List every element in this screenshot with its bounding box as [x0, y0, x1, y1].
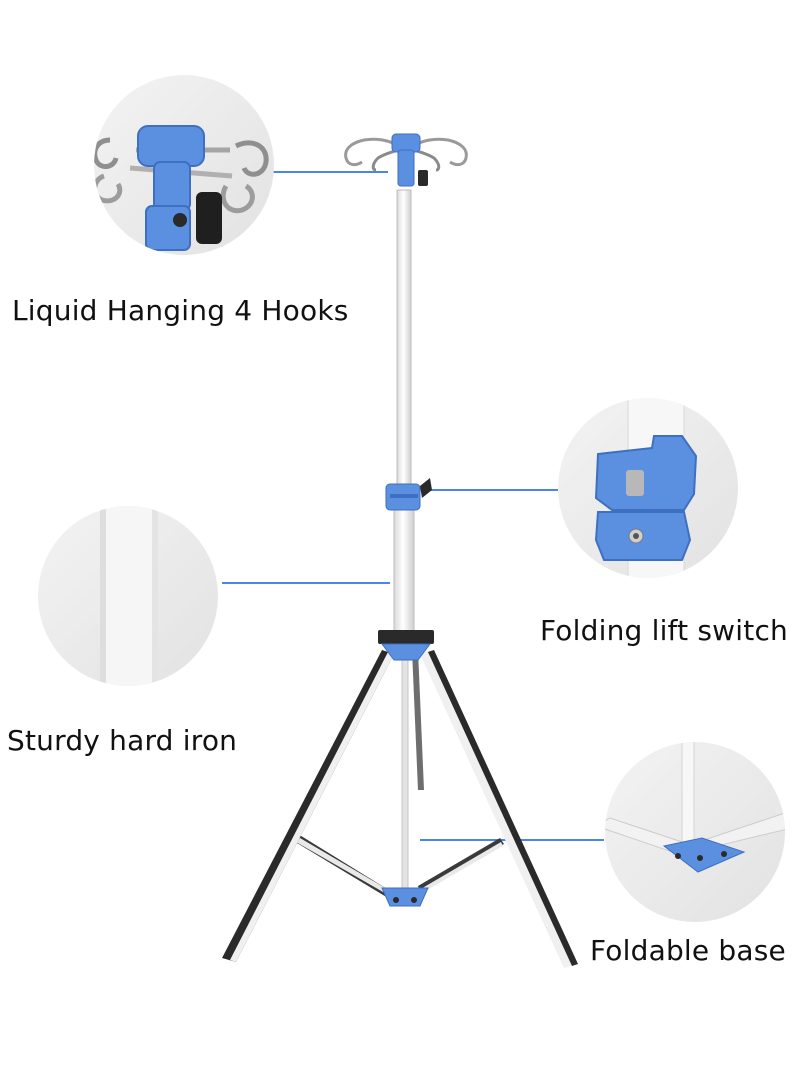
stand-leg-back	[412, 650, 424, 790]
pole-lower	[393, 499, 415, 651]
detail-circle-base	[605, 742, 785, 922]
label-hooks: Liquid Hanging 4 Hooks	[12, 294, 349, 327]
stand-leg-left	[222, 650, 394, 962]
base-hub	[381, 887, 429, 907]
hook-hub	[344, 133, 468, 187]
label-iron: Sturdy hard iron	[7, 724, 238, 757]
stand-leg-right	[420, 650, 578, 968]
label-base: Foldable base	[590, 934, 786, 967]
detail-circle-lift-switch	[558, 398, 738, 578]
label-lift-switch: Folding lift switch	[540, 614, 788, 647]
detail-circle-iron	[38, 506, 218, 686]
iv-stand	[222, 133, 578, 968]
leg-hub	[378, 630, 434, 661]
stand-braces	[292, 834, 504, 898]
lift-switch	[385, 478, 432, 511]
pole-upper	[396, 189, 412, 501]
detail-circle-hooks	[94, 75, 274, 255]
